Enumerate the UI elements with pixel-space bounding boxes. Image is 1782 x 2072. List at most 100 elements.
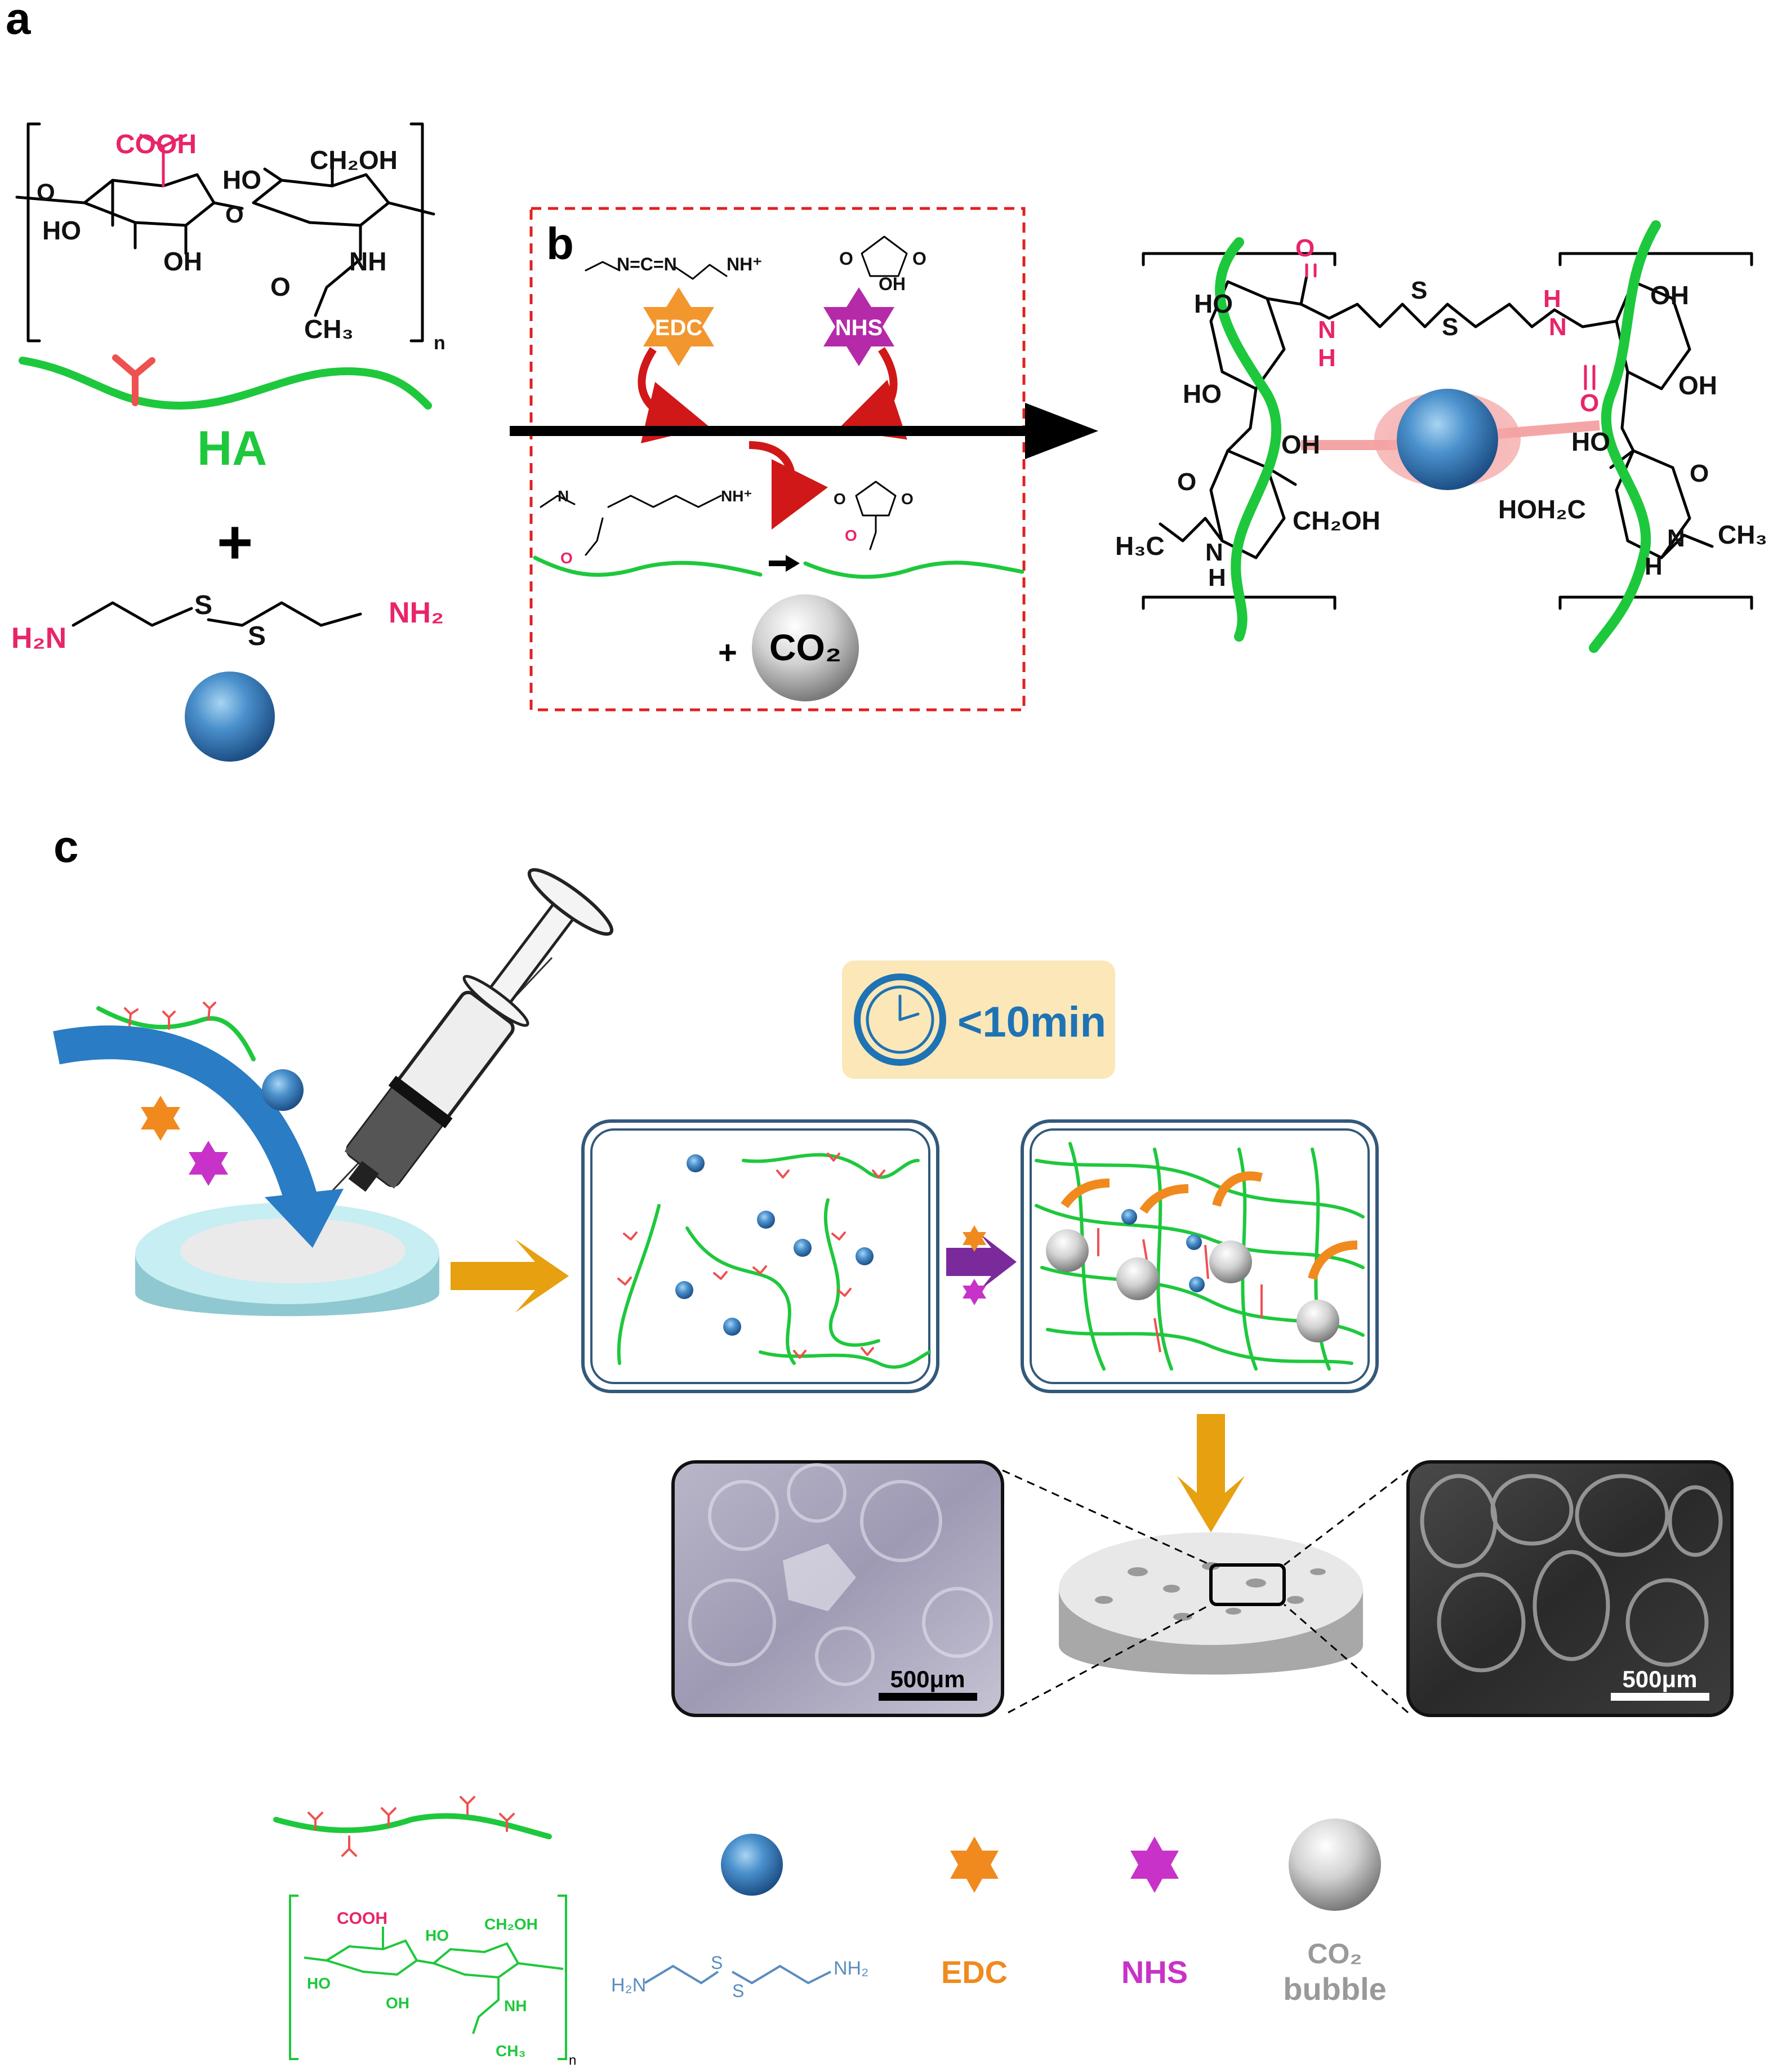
svg-text:H: H bbox=[1543, 285, 1561, 313]
svg-text:CH₃: CH₃ bbox=[496, 2042, 525, 2060]
legend-co2-label: CO₂ bbox=[1307, 1938, 1362, 1969]
red-arrow-nhs bbox=[837, 347, 907, 440]
cooh-label: COOH bbox=[115, 130, 197, 159]
product-ball-icon bbox=[1397, 389, 1498, 490]
small-ball-icon bbox=[262, 1069, 304, 1111]
svg-text:O: O bbox=[1690, 460, 1709, 487]
legend-bubble-label: bubble bbox=[1283, 1971, 1387, 2007]
time-badge bbox=[842, 961, 1115, 1079]
scale-bar-left bbox=[879, 1693, 977, 1701]
o-acylisourea-intermediate: N NH⁺ O bbox=[533, 487, 763, 577]
svg-text:CH₂OH: CH₂OH bbox=[484, 1915, 538, 1933]
co2-bubble-icon bbox=[752, 594, 859, 701]
h2n-label: H₂N bbox=[11, 622, 66, 655]
box-after-crosslink bbox=[1021, 1119, 1379, 1393]
panel-label-b: b bbox=[546, 219, 574, 269]
svg-text:OH: OH bbox=[1678, 371, 1717, 400]
svg-text:NH: NH bbox=[504, 1997, 527, 2015]
svg-text:HO: HO bbox=[425, 1927, 449, 1944]
bracket-right bbox=[409, 122, 424, 343]
svg-text:O: O bbox=[1580, 389, 1599, 417]
ha-label: HA bbox=[197, 421, 267, 475]
nh2-label: NH₂ bbox=[389, 597, 444, 629]
nh-label: NH bbox=[349, 247, 386, 276]
svg-text:O: O bbox=[839, 248, 853, 269]
nhs-star-label: NHS bbox=[835, 315, 883, 340]
co2-label: CO₂ bbox=[769, 626, 841, 668]
red-arrow-edc bbox=[638, 347, 710, 443]
edc-nh-label: NH⁺ bbox=[727, 254, 762, 274]
optical-texture bbox=[688, 1463, 993, 1686]
product-ha-strand-left bbox=[1215, 237, 1282, 642]
ring-glucosamine bbox=[252, 173, 390, 227]
legend-co2-bubble-icon bbox=[1289, 1818, 1381, 1911]
box-before-crosslink bbox=[581, 1119, 939, 1393]
n-subscript: n bbox=[434, 332, 446, 354]
svg-text:N: N bbox=[558, 487, 569, 505]
carboxyl-y-icon bbox=[112, 354, 155, 406]
legend-edc-star-icon bbox=[950, 1837, 999, 1893]
nhs-star-icon: NHS bbox=[823, 287, 894, 366]
svg-text:HOH₂C: HOH₂C bbox=[1498, 495, 1586, 524]
clock-icon bbox=[854, 973, 946, 1066]
svg-text:O: O bbox=[901, 490, 914, 508]
legend-h2n: H₂N bbox=[611, 1975, 646, 1996]
ha-structure: COOH O HO OH O HO CH₂OH NH O CH₃ n bbox=[15, 122, 446, 354]
panel-b-box bbox=[529, 207, 1026, 712]
svg-text:OH: OH bbox=[879, 274, 906, 294]
small-ha-chain bbox=[96, 1006, 256, 1061]
zoom-frame bbox=[1209, 1563, 1286, 1606]
svg-text:H₃C: H₃C bbox=[1115, 531, 1165, 561]
legend-nhs-label: NHS bbox=[1121, 1954, 1188, 1990]
plus-sign: + bbox=[217, 508, 253, 577]
oh-label-1: OH bbox=[163, 247, 202, 276]
svg-text:H: H bbox=[1318, 344, 1336, 372]
small-nhs-star-icon bbox=[189, 1141, 228, 1186]
blue-curved-arrow bbox=[53, 1025, 321, 1216]
dish-icon bbox=[135, 1203, 439, 1317]
panel-label-a: a bbox=[6, 0, 31, 43]
edc-star-icon: EDC bbox=[643, 287, 714, 366]
purple-arrow bbox=[946, 1234, 1017, 1290]
svg-text:N: N bbox=[1318, 316, 1336, 344]
small-edc-star-icon bbox=[141, 1096, 180, 1141]
o-label-1: O bbox=[37, 179, 55, 205]
bracket-left bbox=[26, 122, 41, 343]
svg-text:N: N bbox=[1667, 524, 1685, 552]
co2-plus: + bbox=[718, 634, 737, 671]
ho-label-1: HO bbox=[42, 216, 81, 245]
svg-text:HO: HO bbox=[307, 1975, 331, 1992]
svg-text:H: H bbox=[1645, 553, 1663, 580]
svg-text:OH: OH bbox=[1650, 281, 1689, 310]
svg-text:S: S bbox=[732, 1981, 744, 2001]
arrow-nhs-star-icon bbox=[963, 1279, 986, 1305]
box1-chains bbox=[617, 1153, 931, 1369]
product-ha-strand-right bbox=[1589, 220, 1661, 653]
legend-ball-icon bbox=[721, 1834, 783, 1896]
svg-text:O: O bbox=[834, 490, 846, 508]
scale-label-right: 500μm bbox=[1622, 1666, 1697, 1692]
ring-glucuronic bbox=[83, 173, 216, 227]
legend-nh2: NH₂ bbox=[834, 1958, 868, 1979]
cystamine-ball-icon bbox=[185, 672, 275, 762]
svg-text:NH⁺: NH⁺ bbox=[721, 487, 752, 505]
svg-text:O: O bbox=[560, 549, 573, 567]
svg-text:O: O bbox=[1295, 234, 1315, 262]
panel-label-c: c bbox=[54, 821, 79, 872]
svg-text:N: N bbox=[1205, 539, 1223, 566]
scale-bar-right bbox=[1611, 1693, 1709, 1701]
ch3-label: CH₃ bbox=[304, 314, 354, 344]
product-structure bbox=[1142, 252, 1753, 610]
ho-label-2: HO bbox=[222, 165, 261, 194]
edc-formula: N=C=N bbox=[617, 254, 677, 274]
svg-text:n: n bbox=[569, 2053, 576, 2068]
legend: COOH HO OH HO CH₂OH NH CH₃ n H₂N S S NH₂… bbox=[273, 1796, 1387, 2068]
svg-text:S: S bbox=[711, 1953, 723, 1973]
svg-text:HO: HO bbox=[1183, 379, 1222, 408]
sem-micrograph bbox=[1406, 1460, 1734, 1717]
svg-text:O: O bbox=[912, 248, 926, 269]
sem-texture bbox=[1420, 1474, 1723, 1673]
cystamine-structure: H₂N S S NH₂ bbox=[11, 590, 444, 655]
ha-chain-icon bbox=[19, 354, 432, 410]
